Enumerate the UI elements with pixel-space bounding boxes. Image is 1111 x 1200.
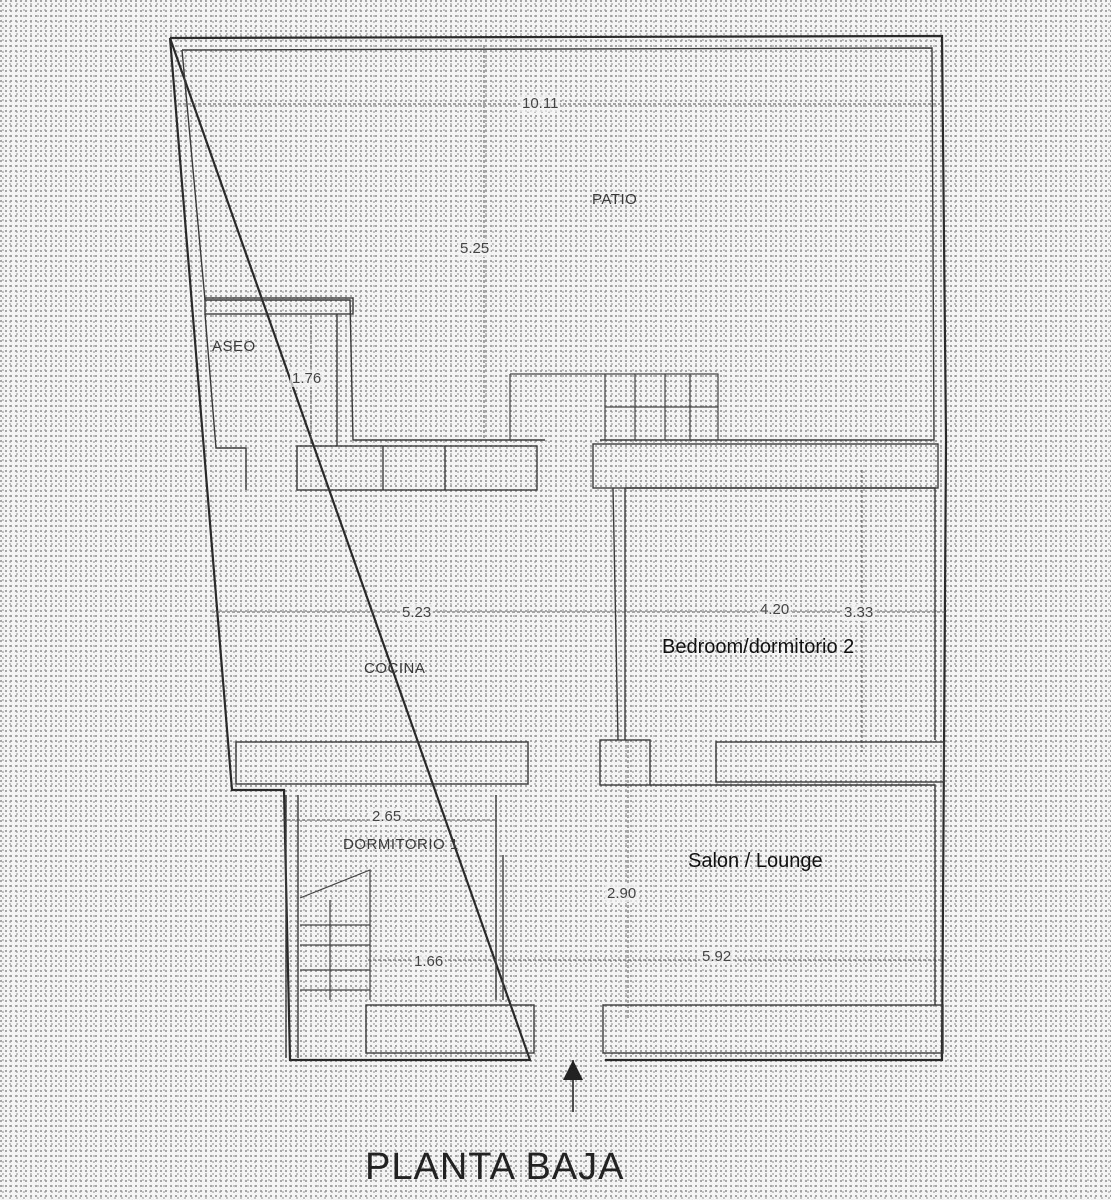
room-label-patio: PATIO xyxy=(592,191,638,208)
north-arrow-icon xyxy=(563,1060,583,1112)
room-label-dormitorio-1: DORMITORIO 1 xyxy=(343,836,459,853)
dim-dormitorio1-width: 2.65 xyxy=(370,808,404,825)
dim-bedroom2-width: 4.20 xyxy=(758,601,792,618)
room-label-bedroom-2: Bedroom/dormitorio 2 xyxy=(662,636,855,658)
room-label-aseo: ASEO xyxy=(212,338,256,355)
dim-bedroom2-depth: 3.33 xyxy=(842,604,876,621)
room-label-salon: Salon / Lounge xyxy=(688,850,823,872)
room-label-cocina: COCINA xyxy=(364,660,426,677)
dim-patio-width: 10.11 xyxy=(520,95,561,112)
dim-aseo-depth: 1.76 xyxy=(290,370,324,387)
dim-cocina-width: 5.23 xyxy=(400,604,434,621)
inner-outer-wall xyxy=(181,47,935,441)
dim-salon-depth: 2.90 xyxy=(605,885,639,902)
plan-title: PLANTA BAJA xyxy=(365,1146,625,1188)
dim-salon-width: 5.92 xyxy=(700,948,734,965)
dim-patio-depth: 5.25 xyxy=(458,240,492,257)
dim-dormitorio1-depth: 1.66 xyxy=(412,953,446,970)
outer-wall xyxy=(168,34,948,1062)
